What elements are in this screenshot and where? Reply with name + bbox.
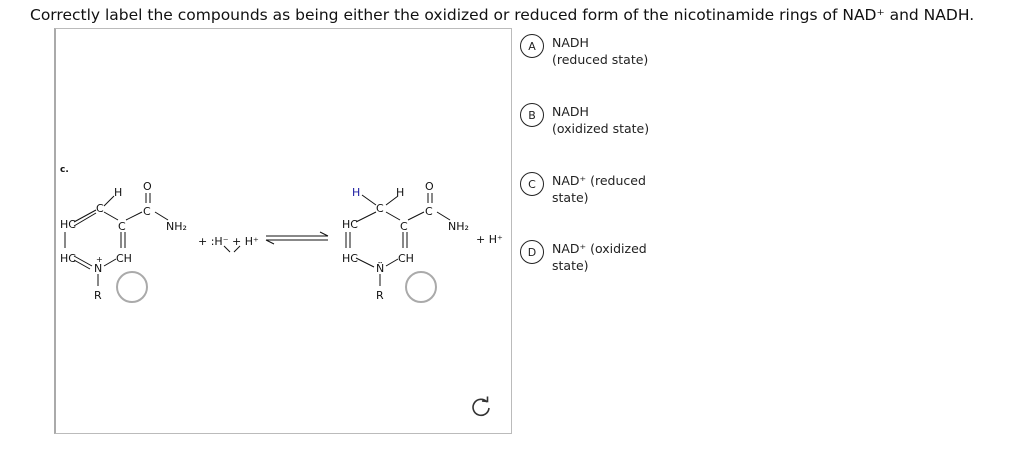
atom-hc-bottom: HC [342,252,358,265]
option-label: NADH [552,35,589,50]
option-sub: (reduced state) [552,52,649,67]
atom-o: O [425,180,434,193]
option-d[interactable]: D NAD⁺ (oxidized state) [520,240,647,274]
option-badge: A [520,34,544,58]
atom-h: H [114,186,122,199]
atom-hc-top: HC [342,218,358,231]
reagents: + :H⁻ + H⁺ [198,235,259,248]
atom-ch: CH [398,252,414,265]
atom-r: R [94,289,102,302]
option-sub: (oxidized state) [552,121,650,136]
atom-n: N̈ [376,262,384,275]
option-label: NAD⁺ (oxidized [552,241,647,256]
oxidized-ring-molecule [64,193,169,286]
drawing-area [54,28,512,434]
option-sub: state) [552,190,589,205]
question-text: Correctly label the compounds as being e… [30,6,975,24]
atom-nh2: NH₂ [166,220,187,233]
reduced-ring-molecule [345,193,451,286]
atom-hc-bottom: HC [60,252,76,265]
option-badge: B [520,103,544,127]
n-charge: + [96,255,103,264]
option-badge: D [520,240,544,264]
option-a[interactable]: A NADH (reduced state) [520,34,648,68]
atom-c3: C [118,220,126,233]
atom-c-amide: C [143,205,151,218]
product-proton: + H⁺ [476,233,503,246]
atom-nh2: NH₂ [448,220,469,233]
label-drop-target-left[interactable] [116,271,148,303]
atom-ch: CH [116,252,132,265]
atom-n: N [94,262,102,275]
label-drop-target-right[interactable] [405,271,437,303]
atom-c4: C [96,202,104,215]
reset-icon[interactable] [468,394,494,420]
option-badge: C [520,172,544,196]
option-sub: state) [552,258,589,273]
equilibrium-arrow [265,231,329,245]
atom-c4: C [376,202,384,215]
hydride-arrows [223,245,241,253]
part-label: c. [60,165,69,175]
option-c[interactable]: C NAD⁺ (reduced state) [520,172,646,206]
atom-h: H [396,186,404,199]
option-label: NAD⁺ (reduced [552,173,646,188]
atom-c-amide: C [425,205,433,218]
option-b[interactable]: B NADH (oxidized state) [520,103,649,137]
atom-c3: C [400,220,408,233]
atom-r: R [376,289,384,302]
atom-h-hydride: H [352,186,360,199]
atom-hc-top: HC [60,218,76,231]
option-label: NADH [552,104,589,119]
atom-o: O [143,180,152,193]
